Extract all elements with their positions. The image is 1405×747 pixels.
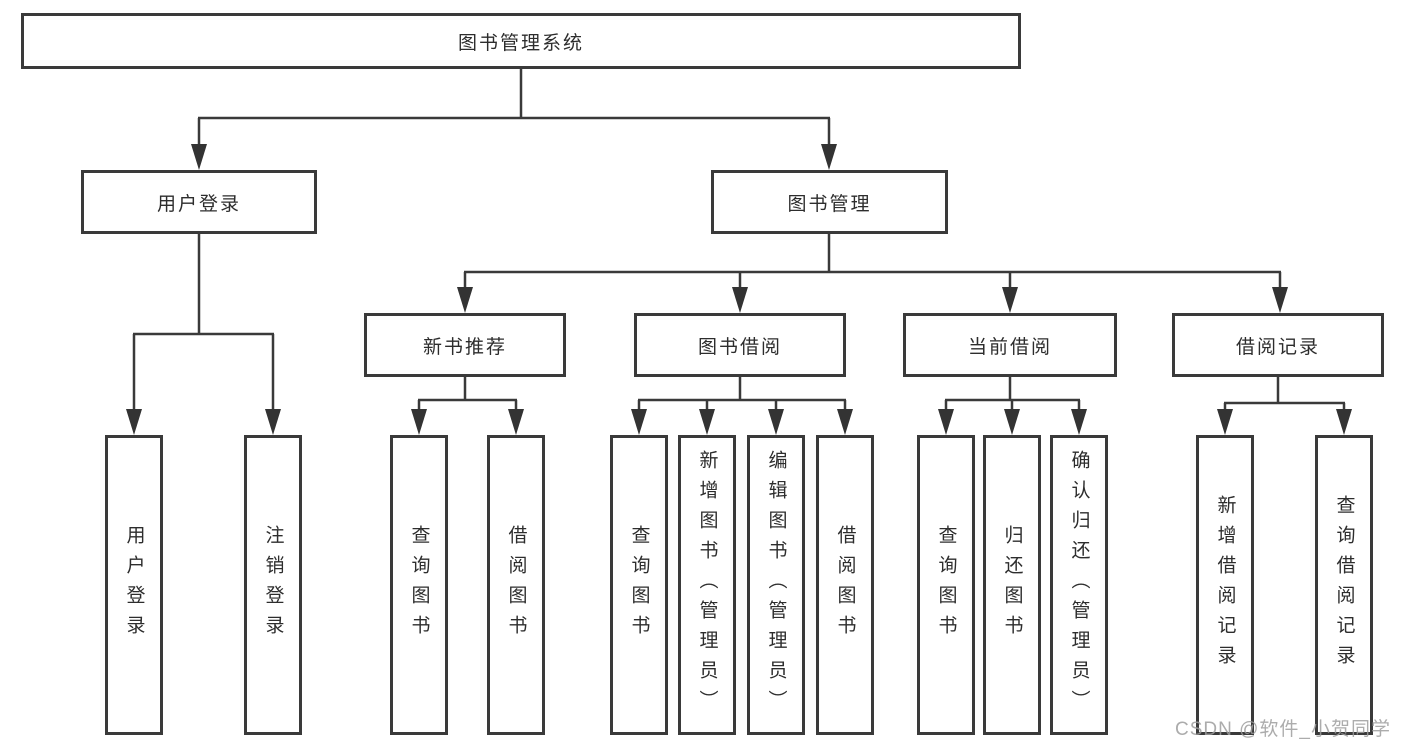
leaf-add-books-admin: 新增图书（管理员） <box>678 435 736 735</box>
arrow-down-icon <box>191 144 207 170</box>
node-new-book-recommend: 新书推荐 <box>364 313 566 377</box>
node-root-system: 图书管理系统 <box>21 13 1021 69</box>
arrow-down-icon <box>1217 409 1233 435</box>
leaf-label: 查询图书 <box>935 525 957 645</box>
leaf-logout: 注销登录 <box>244 435 302 735</box>
connector-user-login-to-leaves <box>126 234 281 435</box>
arrow-down-icon <box>732 287 748 313</box>
leaf-borrow-books-1: 借阅图书 <box>487 435 545 735</box>
leaf-edit-books-admin: 编辑图书（管理员） <box>747 435 805 735</box>
arrow-down-icon <box>837 409 853 435</box>
leaf-label: 新增借阅记录 <box>1214 495 1236 675</box>
arrow-down-icon <box>457 287 473 313</box>
arrow-down-icon <box>1336 409 1352 435</box>
leaf-query-books-2: 查询图书 <box>610 435 668 735</box>
leaf-return-books: 归还图书 <box>983 435 1041 735</box>
leaf-label: 查询借阅记录 <box>1333 495 1355 675</box>
leaf-query-books-1: 查询图书 <box>390 435 448 735</box>
leaf-label: 借阅图书 <box>834 525 856 645</box>
leaf-borrow-books-2: 借阅图书 <box>816 435 874 735</box>
arrow-down-icon <box>821 144 837 170</box>
leaf-label: 新增图书（管理员） <box>696 450 718 720</box>
leaf-label: 借阅图书 <box>505 525 527 645</box>
arrow-down-icon <box>1004 409 1020 435</box>
arrow-down-icon <box>1071 409 1087 435</box>
leaf-query-books-3: 查询图书 <box>917 435 975 735</box>
leaf-user-login: 用户登录 <box>105 435 163 735</box>
leaf-query-borrow-record: 查询借阅记录 <box>1315 435 1373 735</box>
arrow-down-icon <box>768 409 784 435</box>
node-borrowing-records: 借阅记录 <box>1172 313 1384 377</box>
leaf-label: 查询图书 <box>408 525 430 645</box>
leaf-label: 用户登录 <box>123 525 145 645</box>
arrow-down-icon <box>126 409 142 435</box>
connector-root-to-level2 <box>191 69 837 170</box>
leaf-label: 查询图书 <box>628 525 650 645</box>
arrow-down-icon <box>1002 287 1018 313</box>
leaf-label: 编辑图书（管理员） <box>765 450 787 720</box>
node-user-login: 用户登录 <box>81 170 317 234</box>
arrow-down-icon <box>265 409 281 435</box>
leaf-label: 确认归还（管理员） <box>1068 450 1090 720</box>
leaf-label: 注销登录 <box>262 525 284 645</box>
node-book-borrowing: 图书借阅 <box>634 313 846 377</box>
arrow-down-icon <box>508 409 524 435</box>
leaf-add-borrow-record: 新增借阅记录 <box>1196 435 1254 735</box>
arrow-down-icon <box>631 409 647 435</box>
connector-current-borrow-to-leaves <box>938 377 1087 435</box>
connector-borrow-records-to-leaves <box>1217 377 1352 435</box>
arrow-down-icon <box>1272 287 1288 313</box>
arrow-down-icon <box>411 409 427 435</box>
node-book-management: 图书管理 <box>711 170 948 234</box>
connector-book-borrow-to-leaves <box>631 377 853 435</box>
arrow-down-icon <box>699 409 715 435</box>
leaf-label: 归还图书 <box>1001 525 1023 645</box>
connector-book-mgmt-to-level3 <box>457 234 1288 313</box>
arrow-down-icon <box>938 409 954 435</box>
connector-new-book-rec-to-leaves <box>411 377 524 435</box>
leaf-confirm-return-admin: 确认归还（管理员） <box>1050 435 1108 735</box>
node-current-borrowing: 当前借阅 <box>903 313 1117 377</box>
